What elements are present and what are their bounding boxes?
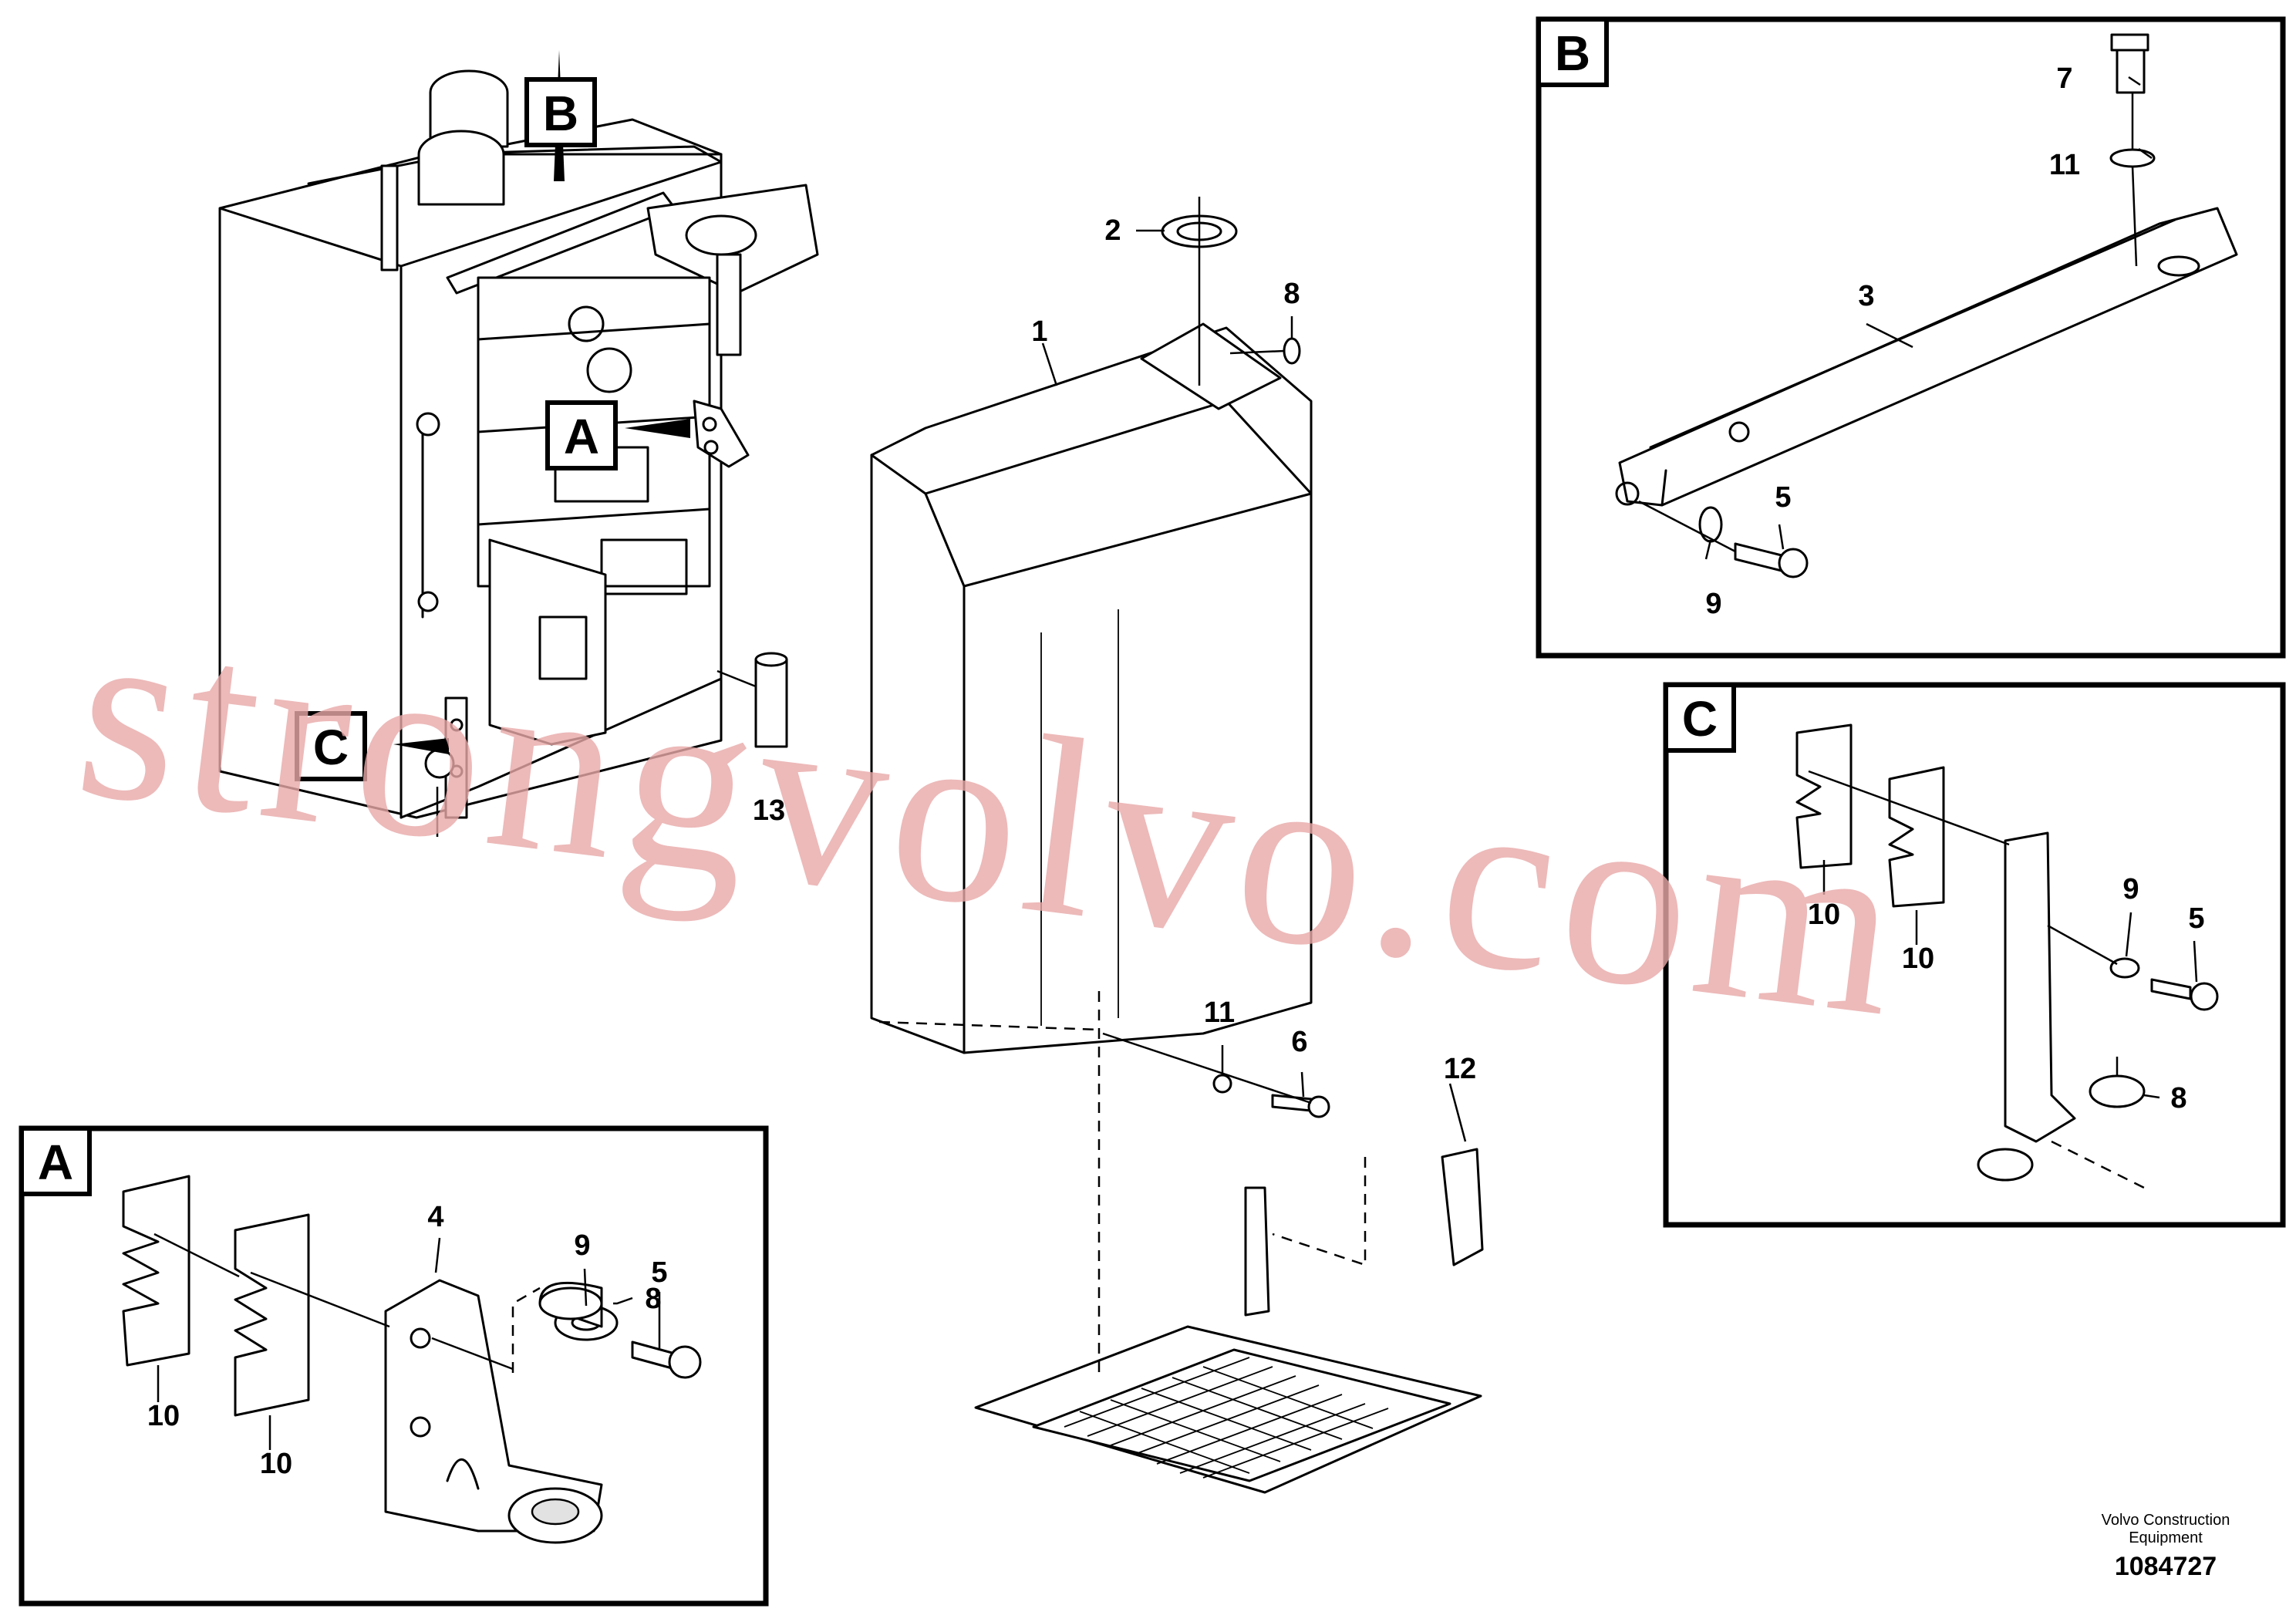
callout-7: 7	[2056, 62, 2072, 95]
callout-10-c1: 10	[1808, 899, 1840, 931]
loose-parts	[1102, 197, 1330, 1118]
callout-11-b: 11	[2049, 149, 2080, 181]
callout-4: 4	[427, 1201, 443, 1233]
tag-c-panel-label: C	[1682, 691, 1718, 747]
callout-6: 6	[1291, 1026, 1307, 1058]
callout-9-b: 9	[1705, 588, 1721, 620]
tag-b-label: B	[543, 86, 578, 141]
callout-3: 3	[1858, 280, 1874, 312]
credit-line-1: Volvo Construction	[2102, 1512, 2230, 1529]
callout-1: 1	[1031, 315, 1047, 348]
tag-b-panel-label: B	[1555, 25, 1590, 81]
detail-c-panel	[1663, 682, 2286, 1228]
tag-a-label: A	[564, 409, 599, 464]
callout-10-a1: 10	[147, 1400, 180, 1432]
callout-5-a: 5	[651, 1256, 667, 1289]
tag-c-panel: C	[1664, 683, 1736, 753]
cab-assembly	[218, 69, 819, 819]
tag-a-panel-label: A	[38, 1135, 73, 1190]
tag-b-main: B	[524, 77, 597, 147]
callout-8-cover: 8	[1283, 278, 1300, 310]
detail-b-panel	[1536, 16, 2286, 659]
callout-11-main: 11	[1204, 996, 1235, 1029]
callout-9-a: 9	[574, 1229, 590, 1262]
callout-8-a: 8	[645, 1283, 661, 1315]
callout-12: 12	[1444, 1053, 1476, 1085]
tag-a-panel: A	[19, 1126, 92, 1196]
detail-a-panel	[19, 1125, 769, 1607]
callout-9-c: 9	[2122, 873, 2139, 905]
footer: Volvo Construction Equipment 1084727	[2102, 1512, 2230, 1581]
callout-13: 13	[753, 794, 785, 827]
tag-b-panel: B	[1536, 17, 1609, 87]
credit-line-2: Equipment	[2129, 1529, 2203, 1546]
tag-c-main: C	[295, 711, 367, 781]
document-number: 1084727	[2115, 1552, 2217, 1581]
leader-lines	[157, 76, 2198, 1450]
callout-10-a2: 10	[260, 1448, 292, 1480]
callout-2: 2	[1104, 214, 1121, 247]
grate-slots	[1064, 1357, 1389, 1479]
tag-c-label: C	[313, 720, 349, 775]
callout-5-b: 5	[1775, 481, 1791, 514]
tank-cover	[870, 322, 1313, 1054]
tag-a-main: A	[545, 400, 618, 470]
floor-plate	[878, 991, 1484, 1494]
callout-10-c2: 10	[1902, 943, 1934, 975]
callout-8-c: 8	[2170, 1082, 2186, 1114]
callout-numbers: 1 2 8 13 11 6 12 3 7 11 5 9 10 10 9 5 8 …	[147, 62, 2205, 1480]
callout-5-c: 5	[2188, 902, 2204, 935]
